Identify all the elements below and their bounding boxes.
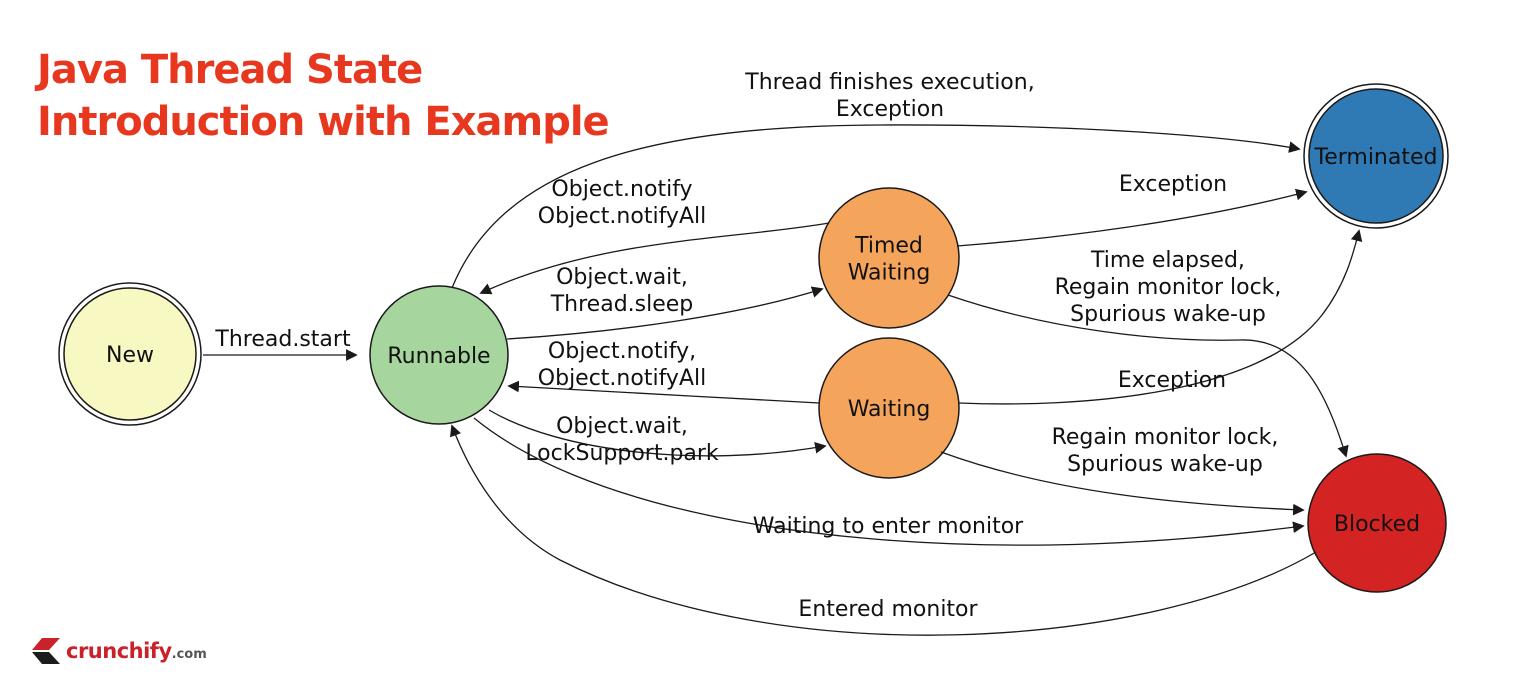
state-label-waiting: Waiting xyxy=(848,397,931,422)
state-circle-waiting xyxy=(818,337,960,479)
state-label-terminated: Terminated xyxy=(1314,145,1438,170)
state-label-runnable: Runnable xyxy=(387,344,490,369)
edge-label-runnable-to-timedwaiting: Object.wait,Thread.sleep xyxy=(550,265,694,317)
state-circle-runnable xyxy=(369,285,509,425)
state-node-waiting: Waiting xyxy=(818,337,960,479)
edge-label-timedwaiting-to-blocked: Time elapsed,Regain monitor lock,Spuriou… xyxy=(1055,248,1282,327)
state-label-blocked: Blocked xyxy=(1334,512,1420,537)
state-node-terminated: Terminated xyxy=(1303,83,1449,229)
logo-chevron-top xyxy=(32,638,60,650)
title-line-1: Java Thread State xyxy=(37,47,423,93)
edge-waiting-to-runnable xyxy=(507,380,820,404)
crunchify-logo-icon xyxy=(32,638,60,664)
edge-label-waiting-to-runnable: Object.notify,Object.notifyAll xyxy=(538,339,706,391)
edge-label-timedwaiting-to-terminated: Exception xyxy=(1119,172,1227,197)
edge-timedwaiting-to-terminated xyxy=(956,188,1308,247)
title-line-2: Introduction with Example xyxy=(37,99,610,145)
logo-tld-text: .com xyxy=(171,647,207,662)
state-circle-new xyxy=(63,287,197,421)
edge-label-blocked-to-runnable: Entered monitor xyxy=(798,597,978,622)
edge-label-runnable-to-terminated: Thread finishes execution,Exception xyxy=(744,70,1034,122)
state-circle-timed-waiting xyxy=(818,187,960,329)
edge-blocked-to-runnable xyxy=(450,424,1317,636)
edge-runnable-to-waiting xyxy=(488,409,827,457)
page-title: Java Thread State Introduction with Exam… xyxy=(37,44,610,148)
state-circle-terminated xyxy=(1308,88,1444,224)
state-node-blocked: Blocked xyxy=(1307,453,1447,593)
edge-label-runnable-to-waiting: Object.wait,LockSupport.park xyxy=(525,414,719,466)
state-label-new: New xyxy=(106,343,154,368)
edge-label-runnable-to-blocked: Waiting to enter monitor xyxy=(753,514,1024,539)
logo-brand-text: crunchify xyxy=(66,639,172,663)
edge-label-waiting-to-terminated: Exception xyxy=(1118,368,1226,393)
state-node-new: New xyxy=(58,282,202,426)
logo-chevron-bottom xyxy=(32,652,60,664)
edge-waiting-to-terminated xyxy=(958,229,1363,405)
edge-timedwaiting-to-blocked xyxy=(947,294,1349,458)
edge-label-new-to-runnable: Thread.start xyxy=(214,327,351,352)
state-node-runnable: Runnable xyxy=(369,285,509,425)
state-circle-blocked xyxy=(1307,453,1447,593)
edge-label-waiting-to-blocked: Regain monitor lock,Spurious wake-up xyxy=(1052,425,1279,477)
edge-runnable-to-terminated xyxy=(451,124,1301,289)
edge-waiting-to-blocked xyxy=(940,451,1305,516)
edge-runnable-to-blocked xyxy=(473,417,1305,546)
edge-runnable-to-timedwaiting xyxy=(506,286,824,340)
edge-timedwaiting-to-runnable xyxy=(479,222,830,295)
logo-wordmark: crunchify.com xyxy=(66,639,207,663)
crunchify-logo: crunchify.com xyxy=(30,636,207,666)
